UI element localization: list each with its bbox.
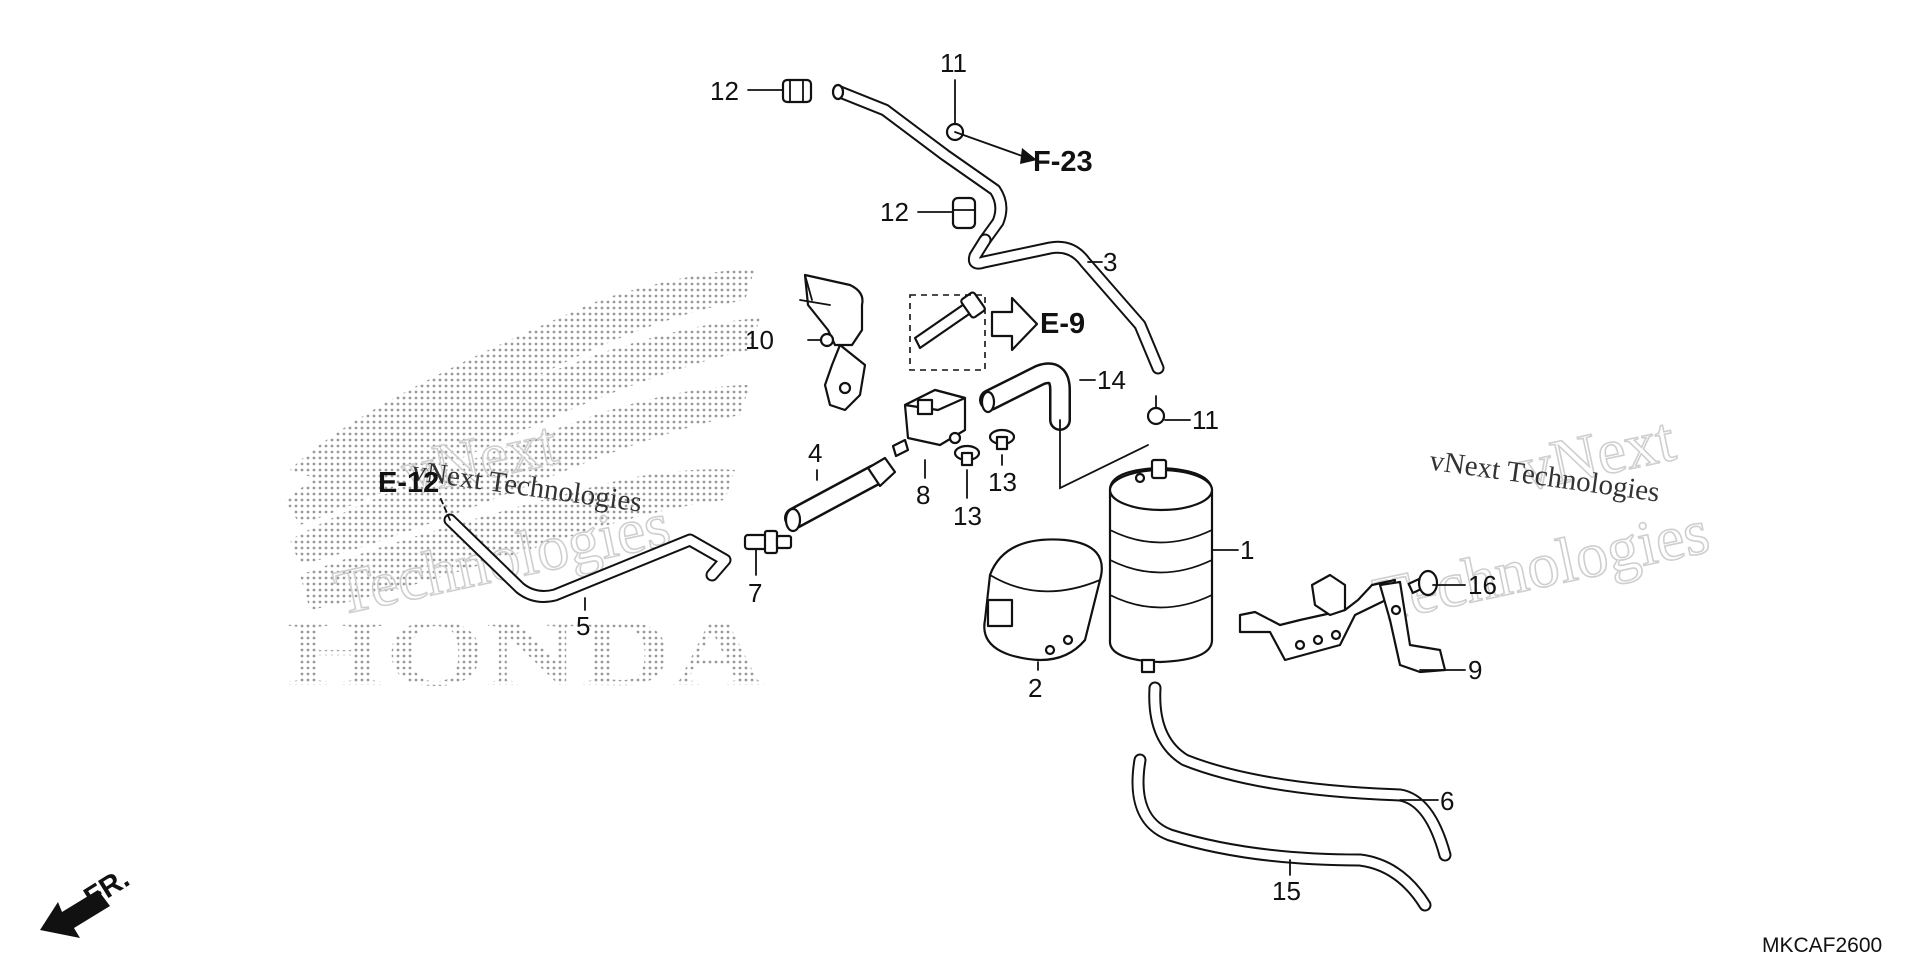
- part-12-clip-top: [781, 78, 813, 104]
- part-4-joint: [784, 456, 897, 533]
- honda-logo-text: HONDA: [285, 599, 765, 706]
- part-13-screw-lower: [953, 444, 981, 467]
- part-8-purge-valve: [891, 388, 967, 458]
- drawing-code: MKCAF2600: [1762, 934, 1882, 957]
- callout-10: 10: [745, 325, 774, 355]
- part-14-hose: [979, 362, 1071, 431]
- callout-13-lower: 13: [953, 501, 982, 531]
- e9-outline-arrow: [990, 296, 1039, 352]
- callout-4: 4: [808, 438, 822, 468]
- callout-11-top: 11: [940, 48, 967, 78]
- part-12-clip-middle: [951, 196, 977, 230]
- part-3-breather-tube: [831, 83, 1165, 375]
- part-11-clamp-lower: [1146, 395, 1166, 426]
- part-9-stay: [1238, 573, 1447, 674]
- part-13-screw-upper: [988, 428, 1016, 451]
- part-15-hose: [1131, 753, 1432, 912]
- part-5-tube: [443, 513, 732, 603]
- part-7-fitting: [743, 529, 793, 555]
- front-direction-arrow: [40, 890, 110, 938]
- part-bolt-e9: [909, 291, 986, 371]
- honda-wing-logo: HONDA: [285, 268, 765, 706]
- callout-13-upper: 13: [988, 467, 1017, 497]
- callout-16: 16: [1468, 570, 1497, 600]
- leader-lines: [439, 79, 1466, 876]
- callout-1: 1: [1240, 535, 1254, 565]
- part-10-bracket: [799, 273, 867, 412]
- callout-5: 5: [576, 611, 590, 641]
- part-1-canister: [1108, 458, 1214, 674]
- part-6-hose: [1148, 681, 1452, 862]
- bolt-dashed-box: [909, 294, 986, 371]
- callout-12-top: 12: [710, 76, 739, 106]
- ref-e12: E-12: [378, 467, 439, 499]
- callout-7: 7: [748, 578, 762, 608]
- callout-2: 2: [1028, 673, 1042, 703]
- part-16-bolt: [1407, 569, 1439, 597]
- callout-9: 9: [1468, 655, 1482, 685]
- ref-e9: E-9: [1040, 308, 1085, 340]
- part-2-band: [983, 538, 1103, 662]
- callout-6: 6: [1440, 786, 1454, 816]
- f23-arrow: [1020, 148, 1037, 164]
- callout-11-lower: 11: [1192, 405, 1219, 435]
- callout-14: 14: [1097, 365, 1126, 395]
- callout-12-middle: 12: [880, 197, 909, 227]
- part-11-clamp-top: [945, 111, 965, 142]
- callout-8: 8: [916, 480, 930, 510]
- callout-15: 15: [1272, 876, 1301, 906]
- callout-3: 3: [1103, 247, 1117, 277]
- ref-f23: F-23: [1033, 146, 1093, 178]
- watermark-brand-right-2: Technologies: [1367, 495, 1715, 635]
